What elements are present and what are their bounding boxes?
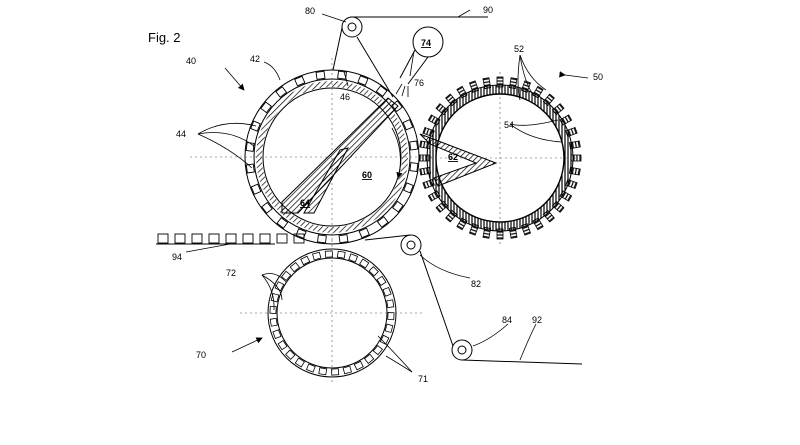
label-76: 76 [414, 78, 424, 88]
label-44: 44 [176, 129, 186, 139]
label-40: 40 [186, 56, 196, 66]
web-lower [364, 234, 583, 365]
roll-50 [418, 72, 585, 245]
wedge-62 [419, 133, 498, 187]
block-64-spine [303, 147, 349, 214]
roll-70 [240, 240, 425, 385]
label-52: 52 [514, 44, 524, 54]
figure-title: Fig. 2 [148, 30, 181, 45]
label-70: 70 [196, 350, 206, 360]
label-74: 74 [421, 38, 431, 48]
label-92: 92 [532, 315, 542, 325]
label-42: 42 [250, 54, 260, 64]
label-50: 50 [593, 72, 603, 82]
web-upper [332, 16, 488, 98]
roll-40 [190, 58, 470, 245]
label-46: 46 [340, 92, 350, 102]
label-54: 54 [504, 120, 514, 130]
conveyor-94 [156, 233, 305, 245]
device-74 [395, 26, 444, 97]
label-82: 82 [471, 279, 481, 289]
label-60: 60 [362, 170, 372, 180]
label-84: 84 [502, 315, 512, 325]
roll-70-pockets [269, 250, 395, 376]
leader-lines [185, 9, 589, 373]
roll-40-pockets [245, 70, 419, 244]
label-72: 72 [226, 268, 236, 278]
label-80: 80 [305, 6, 315, 16]
label-64: 64 [300, 198, 310, 208]
label-90: 90 [483, 5, 493, 15]
label-94: 94 [172, 252, 182, 262]
reference-labels: 40 42 44 46 50 52 54 60 62 64 70 71 72 7… [172, 5, 603, 384]
label-71: 71 [418, 374, 428, 384]
label-62: 62 [448, 152, 458, 162]
